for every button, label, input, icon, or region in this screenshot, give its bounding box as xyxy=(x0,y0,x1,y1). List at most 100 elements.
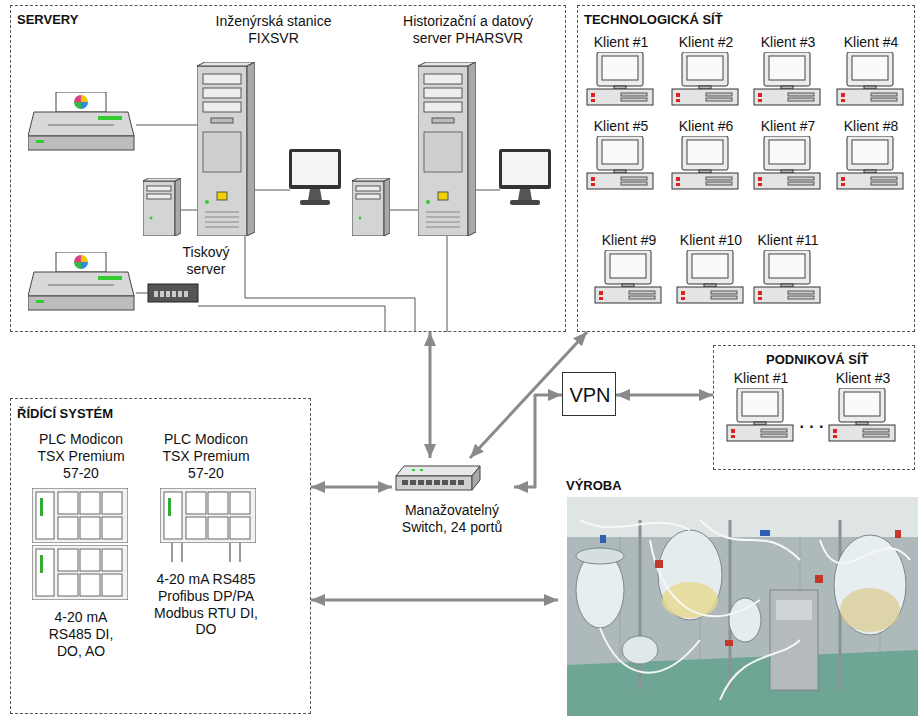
switch-icon xyxy=(396,466,480,490)
text-slot: Klient #8 xyxy=(831,117,911,135)
server-wiring xyxy=(245,236,415,332)
production-photo xyxy=(567,497,918,716)
device-label: Klient #3 xyxy=(836,370,890,387)
device-label: Inženýrská stanice FIXSVR xyxy=(206,13,341,47)
production-photo xyxy=(725,640,733,646)
production-photo xyxy=(729,598,761,642)
text-slot: Manažovatelný Switch, 24 portů xyxy=(394,502,510,536)
server-tower-icon xyxy=(197,62,255,236)
text-slot: · · · xyxy=(796,417,828,436)
production-photo xyxy=(770,590,818,690)
switch-icon xyxy=(410,480,416,485)
production-photo xyxy=(600,535,606,543)
computer-icon xyxy=(754,52,820,105)
server-label: Historizační a datový server PHARSVR xyxy=(393,13,547,53)
device-label: VPN xyxy=(569,383,610,407)
device-label: Klient #11 xyxy=(757,232,818,249)
text-slot: Klient #9 xyxy=(589,231,669,249)
switch-icon xyxy=(426,480,432,485)
device-label: Klient #2 xyxy=(679,34,733,51)
server-wiring xyxy=(390,210,418,211)
print-server-icon xyxy=(166,291,170,297)
production-photo xyxy=(776,600,812,620)
device-label: Klient #1 xyxy=(594,34,648,51)
computer-icon xyxy=(672,136,738,189)
client-node: Klient #7 xyxy=(748,117,828,193)
computer-icon xyxy=(829,388,895,441)
device-label: Historizační a datový server PHARSVR xyxy=(393,13,543,47)
text-slot: Klient #3 xyxy=(823,369,903,387)
production-photo xyxy=(640,520,840,690)
text-slot: Klient #11 xyxy=(748,231,828,249)
text-slot: Klient #5 xyxy=(581,117,661,135)
group-title: SERVERY xyxy=(17,12,78,28)
client-node: Klient #8 xyxy=(831,117,911,193)
print-server-icon xyxy=(184,291,188,297)
device-label: PLC Modicon TSX Premium 57-20 xyxy=(36,431,126,481)
device-label: 4-20 mA RS485 Profibus DP/PA Modbus RTU … xyxy=(152,571,260,638)
client-node: Klient #10 xyxy=(671,231,751,307)
printer-icon xyxy=(28,92,134,150)
network-link-arrow xyxy=(616,394,713,397)
pc-tower-icon xyxy=(143,178,181,236)
terminal-wires xyxy=(182,543,183,562)
device-label: Tiskový server xyxy=(178,244,234,278)
group-box: SERVERY Inženýrská stanice FIXSVR Historiz… xyxy=(10,5,566,332)
device-label: Klient #6 xyxy=(679,118,733,135)
computer-icon xyxy=(754,136,820,189)
server-wiring xyxy=(198,306,385,332)
switch-icon xyxy=(418,480,424,485)
production-photo xyxy=(820,540,910,563)
production-photo xyxy=(580,520,690,530)
production-photo xyxy=(658,530,722,620)
text-slot: Inženýrská stanice FIXSVR xyxy=(206,13,341,47)
production-photo xyxy=(576,548,624,564)
production-photo xyxy=(760,530,770,536)
production-photo xyxy=(662,582,718,618)
print-server-icon xyxy=(160,291,164,297)
client-node: Klient #3 xyxy=(748,33,828,109)
device-label: Klient #7 xyxy=(761,118,815,135)
group-title: VÝROBA xyxy=(566,478,622,494)
production-photo xyxy=(567,497,918,716)
text-slot: Klient #1 xyxy=(721,369,801,387)
switch-icon xyxy=(402,480,408,485)
switch-node: Manažovatelný Switch, 24 portů xyxy=(392,458,514,540)
group-title: ŘÍDÍCÍ SYSTÉM xyxy=(17,406,113,422)
text-slot: Klient #4 xyxy=(831,33,911,51)
text-slot: TECHNOLOGICKÁ SÍŤ xyxy=(584,10,804,28)
production-photo xyxy=(655,560,663,568)
network-link-arrow xyxy=(311,599,558,602)
production-photo xyxy=(720,640,800,700)
print-server-icon xyxy=(178,291,182,297)
client-node: Klient #2 xyxy=(666,33,746,109)
server-wiring xyxy=(447,236,448,332)
plc-rack-icon xyxy=(32,488,128,543)
device-label: Klient #10 xyxy=(680,232,742,249)
client-node: Klient #3 xyxy=(823,369,903,445)
print-server-icon xyxy=(172,291,176,297)
text-slot: PLC Modicon TSX Premium 57-20 xyxy=(161,431,251,482)
computer-icon xyxy=(754,250,820,303)
text-slot: Historizační a datový server PHARSVR xyxy=(393,13,543,47)
monitor-icon xyxy=(499,149,551,205)
text-slot: Klient #2 xyxy=(666,33,746,51)
switch-icon xyxy=(472,466,480,490)
text-slot: Tiskový server xyxy=(178,244,234,278)
text-slot: PODNIKOVÁ SÍŤ xyxy=(766,350,911,368)
client-node: Klient #6 xyxy=(666,117,746,193)
group-title: PODNIKOVÁ SÍŤ xyxy=(766,352,869,368)
plc-node: PLC Modicon TSX Premium 57-204-20 mA RS4… xyxy=(31,431,131,663)
print-server-icon xyxy=(154,291,158,297)
computer-icon xyxy=(595,250,661,303)
production-photo xyxy=(700,520,800,560)
print-server-icon xyxy=(148,284,198,302)
server-wiring xyxy=(136,125,500,332)
text-slot: 4-20 mA RS485 Profibus DP/PA Modbus RTU … xyxy=(152,571,260,638)
computer-icon xyxy=(837,136,903,189)
device-label: Klient #5 xyxy=(594,118,648,135)
client-node: Klient #5 xyxy=(581,117,661,193)
text-slot: Klient #6 xyxy=(666,117,746,135)
